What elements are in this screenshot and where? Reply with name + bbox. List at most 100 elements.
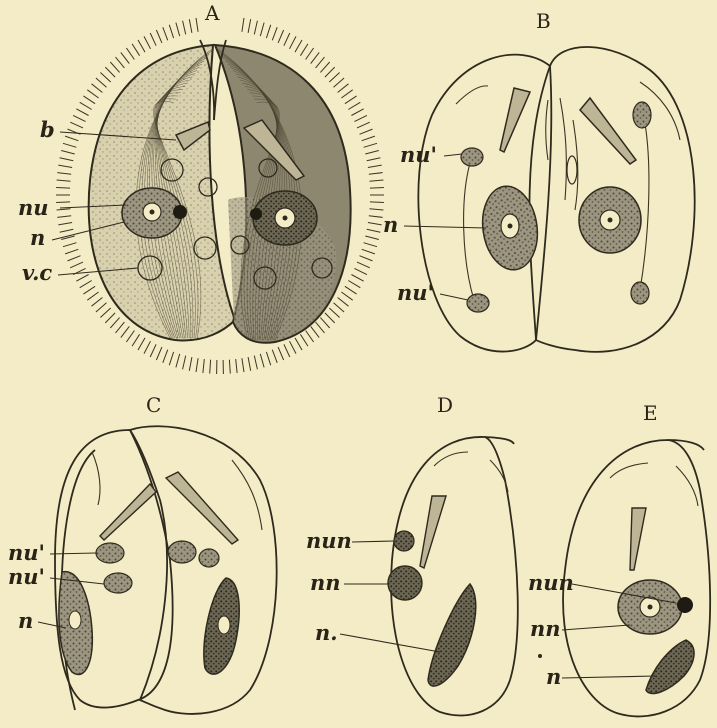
panel-e-label-n: n (546, 664, 561, 689)
cilium (92, 298, 103, 307)
cilium (105, 67, 115, 77)
panel-c-right-cell (130, 426, 277, 714)
panel-e-label-nun: nun (528, 570, 574, 595)
cilium (63, 243, 76, 247)
cilium (367, 158, 381, 161)
cilium (203, 359, 204, 373)
cilium (362, 136, 375, 141)
cilium (278, 30, 284, 43)
panel-a-letter: A (204, 1, 220, 25)
cilium (254, 21, 257, 35)
cilium (150, 33, 156, 46)
cilium (132, 44, 140, 56)
panel-e-mouth-tube (630, 508, 646, 570)
cilium (284, 33, 290, 46)
panel-b-micronucleus-right-bottom (631, 282, 649, 304)
cilium (126, 331, 134, 343)
cilium (100, 73, 110, 83)
cilium (100, 308, 110, 318)
cilium (311, 52, 320, 63)
panel-d-label-nun: nun (306, 528, 352, 553)
cilium (58, 223, 72, 225)
cilium (370, 188, 384, 189)
cilium (121, 326, 130, 337)
cilium (365, 151, 379, 155)
cilium (248, 19, 251, 33)
cilium (236, 359, 237, 373)
panel-c-micronucleus-3 (168, 541, 196, 563)
cilium (70, 122, 83, 128)
cilium (311, 326, 320, 337)
cilium (329, 73, 339, 83)
cilium (242, 358, 244, 372)
panel-a-label-n: n (30, 225, 45, 250)
cilium (266, 25, 270, 38)
cilium (369, 216, 383, 218)
cilium (96, 78, 107, 87)
cilium (61, 151, 74, 155)
cilium (105, 313, 115, 323)
cilium (325, 67, 335, 77)
cilium (266, 352, 270, 365)
cilium (144, 341, 151, 353)
cilium (368, 165, 382, 167)
cilium (70, 262, 83, 268)
cilium (73, 115, 86, 121)
cilium (345, 96, 357, 104)
cilium (57, 180, 71, 181)
cilium (65, 249, 78, 254)
panel-b-letter: B (536, 9, 551, 33)
cilium (57, 209, 71, 210)
cilium (278, 347, 284, 360)
cilium (248, 357, 251, 371)
panel-b-label-nu-bottom: nu' (397, 280, 434, 305)
cilium (242, 18, 244, 32)
cilium (110, 62, 119, 72)
panel-b-mouth-tube-right (580, 98, 636, 164)
cilium (367, 229, 381, 232)
panel-e-letter: E (643, 401, 658, 425)
panel-b-label-nu-top: nu' (400, 142, 437, 167)
cilium (210, 360, 211, 374)
cilium (316, 322, 325, 333)
cilium (370, 209, 384, 210)
cilium (290, 36, 297, 48)
panel-c-label-n: n (18, 608, 33, 633)
cilium (65, 136, 78, 141)
cilium (320, 318, 329, 328)
panel-c-label-nu-2: nu' (8, 564, 45, 589)
cilium (60, 229, 74, 232)
cilium (57, 216, 71, 218)
cilium (76, 275, 88, 282)
panel-a-label-nu: nu (18, 195, 49, 220)
cilium (357, 262, 370, 268)
panel-d-old-nucleus (428, 584, 476, 686)
cilium (357, 122, 370, 128)
cilium (196, 18, 198, 32)
cilium (83, 286, 95, 294)
cilium (68, 256, 81, 261)
cilium (196, 358, 198, 372)
panel-a-micronucleus-left (173, 205, 187, 219)
cilium (260, 354, 264, 368)
cilium (272, 27, 277, 40)
panel-c-micronucleus-2 (104, 573, 132, 593)
cilium (370, 180, 384, 181)
cilium (334, 78, 345, 87)
cilium (144, 36, 151, 48)
panel-d-micronucleus (394, 531, 414, 551)
cilium (156, 30, 162, 43)
cilium (351, 275, 363, 282)
cilium (369, 173, 383, 175)
panel-d-label-nn: nn (310, 570, 341, 595)
cilium (354, 115, 367, 121)
cilium (80, 281, 92, 288)
panel-b-mouth-tube-left (500, 88, 530, 152)
cilium (96, 303, 107, 312)
cilium (189, 19, 192, 33)
cilium (169, 352, 173, 365)
cilium (254, 356, 257, 370)
cilium (320, 62, 329, 72)
panel-e-label-nn: nn (530, 616, 561, 641)
